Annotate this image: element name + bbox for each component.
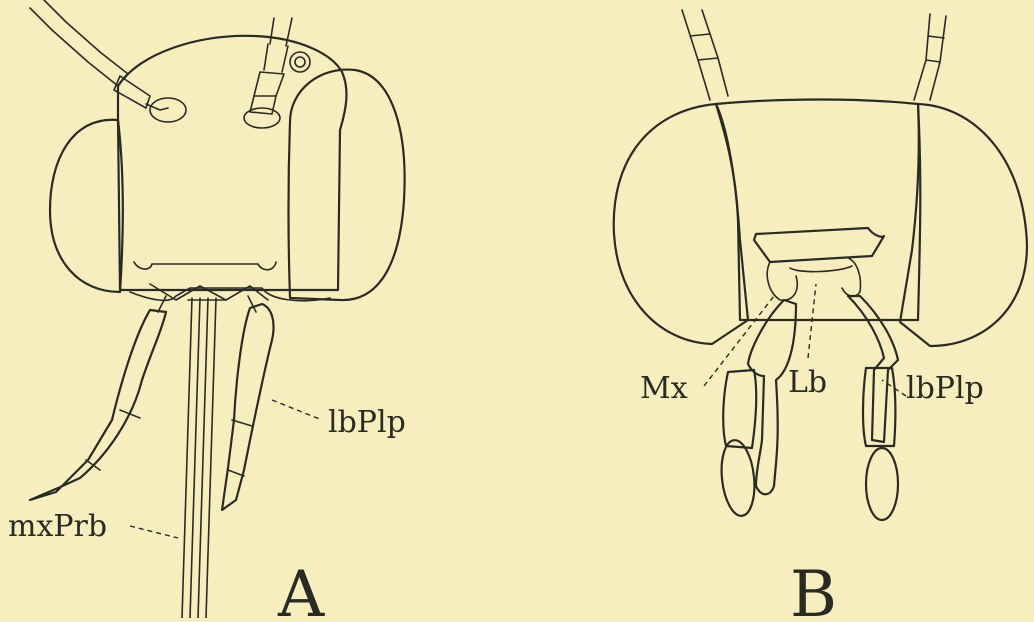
face-b (716, 100, 920, 321)
clypeus-b (754, 228, 884, 262)
label-lbplp-b: lbPlp (906, 371, 984, 406)
maxillae-b (767, 258, 860, 300)
clypeus-a (134, 262, 276, 270)
label-mxprb: mxPrb (8, 509, 107, 544)
left-labial-palp-a (30, 310, 166, 500)
head-capsule-a (118, 36, 346, 290)
panel-b-drawing (614, 10, 1027, 520)
label-mx: Mx (640, 371, 688, 406)
panel-letter-b: B (790, 558, 837, 618)
label-lbplp-a: lbPlp (328, 405, 406, 440)
mouthparts-base-a (150, 284, 268, 300)
right-antenna-b (914, 14, 946, 100)
panel-letter-a: A (277, 558, 325, 618)
left-antenna-b (682, 10, 728, 100)
left-eye-a (50, 120, 123, 292)
maxillary-proboscis-a (182, 298, 226, 618)
left-antenna-a (30, 0, 186, 122)
label-lb: Lb (788, 365, 827, 400)
left-eye-b (614, 104, 748, 344)
right-labial-palp-a (222, 304, 274, 510)
right-antenna-a (244, 18, 310, 128)
